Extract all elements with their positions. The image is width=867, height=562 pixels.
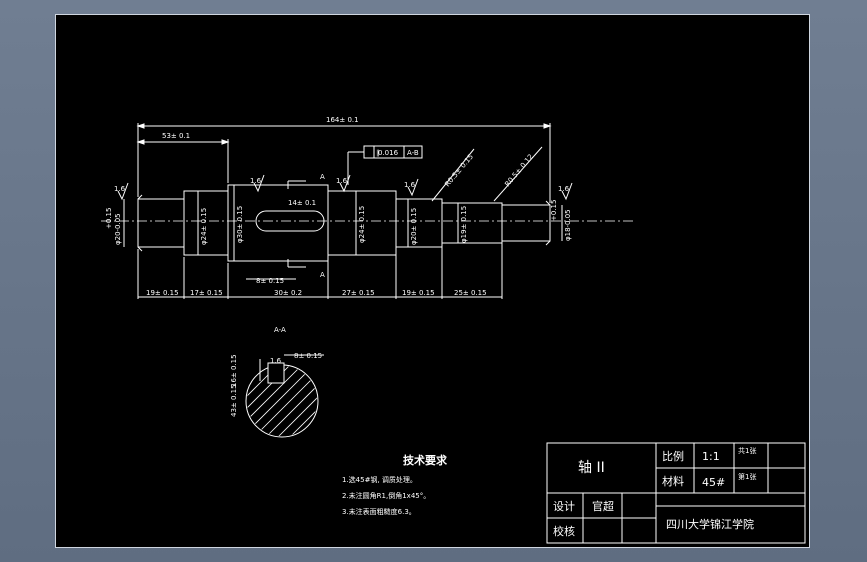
dim-dia-24-a: φ24± 0.15 (200, 208, 208, 245)
sheets-total: 共1张 (738, 446, 756, 455)
school-name: 四川大学锦江学院 (666, 517, 754, 531)
dim-seg-6: 25± 0.15 (454, 289, 487, 297)
section-roughness: 1.6 (270, 357, 282, 365)
dim-section-key-width: 8± 0.15 (294, 352, 322, 360)
tolerance-frame (347, 145, 423, 185)
dim-seg-2: 17± 0.15 (190, 289, 223, 297)
section-arrow-top: A (320, 173, 325, 181)
dim-left-end-tol: +0.15 (105, 208, 113, 229)
dim-seg-5: 19± 0.15 (402, 289, 435, 297)
dim-section-depth: 16± 0.15 (230, 354, 238, 387)
overall-dimension (136, 123, 552, 203)
scale-label: 比例 (662, 449, 684, 463)
dim-shoulder-length: 53± 0.1 (162, 132, 190, 140)
tech-req-title: 技术要求 (403, 453, 448, 467)
material-label: 材料 (662, 474, 684, 488)
dim-dia-20: φ20± 0.15 (410, 208, 418, 245)
tolerance-symbol: ∥ (376, 149, 380, 157)
section-arrow-bottom: A (320, 271, 325, 279)
dim-seg-4: 27± 0.15 (342, 289, 375, 297)
designer-name: 官超 (592, 499, 614, 513)
dim-keyway-width: 14± 0.1 (288, 199, 316, 207)
shaft-outline (137, 184, 551, 262)
shoulder-dimension (136, 139, 230, 183)
dim-section-height: 43± 0.15 (230, 384, 238, 417)
design-label: 设计 (553, 500, 575, 513)
roughness-3: 1.6 (336, 177, 348, 185)
fillet-leader-2 (493, 146, 543, 202)
dim-overall-length: 164± 0.1 (326, 116, 359, 124)
keyway-slot (255, 210, 325, 232)
roughness-4: 1.6 (404, 181, 416, 189)
section-label: A-A (274, 326, 286, 334)
roughness-1: 1.6 (114, 185, 126, 193)
scale-value: 1:1 (702, 450, 720, 463)
section-view (245, 354, 324, 438)
dim-left-end-dia: φ20-0.05 (114, 213, 122, 245)
tech-req-item-3: 3.未注表面粗糙度6.3。 (342, 507, 416, 516)
dim-keyway-depth: 8± 0.15 (256, 277, 284, 285)
dim-chamfer-1: R0.5± 0.15 (443, 153, 475, 189)
tech-req-item-2: 2.未注圆角R1,倒角1x45°。 (342, 491, 430, 500)
drawing-sheet: 164± 0.1 53± 0.1 ∥ 0.016 A-B 14± 0.1 8± … (55, 14, 810, 548)
bottom-dimension-chain (137, 243, 503, 299)
diameter-dimension-lines (123, 185, 563, 261)
dim-seg-3: 30± 0.2 (274, 289, 302, 297)
dim-dia-24-b: φ24± 0.15 (358, 206, 366, 243)
section-cut-markers (287, 180, 306, 268)
dim-seg-1: 19± 0.15 (146, 289, 179, 297)
title-block-grid (546, 442, 806, 544)
tech-req-item-1: 1.选45#钢, 调质处理。 (342, 475, 417, 484)
roughness-2: 1.6 (250, 177, 262, 185)
dim-dia-19: φ19± 0.15 (460, 206, 468, 243)
technical-drawing: 164± 0.1 53± 0.1 ∥ 0.016 A-B 14± 0.1 8± … (101, 116, 806, 544)
fillet-leader-1 (431, 148, 475, 202)
section-hatching (247, 366, 317, 436)
tolerance-value: 0.016 (378, 149, 399, 157)
dim-dia-30: φ30± 0.15 (236, 206, 244, 243)
check-label: 校核 (553, 524, 575, 538)
tolerance-datum: A-B (407, 149, 419, 157)
roughness-symbols (117, 174, 573, 201)
dim-right-end-tol: +0.15 (550, 200, 558, 221)
sheet-no: 第1张 (738, 472, 756, 481)
material-value: 45# (702, 476, 725, 489)
dim-chamfer-2: R0.5± 0.12 (503, 153, 535, 189)
roughness-5: 1.6 (558, 185, 570, 193)
dim-right-end-dia: φ18-0.05 (564, 209, 572, 241)
part-name: 轴 II (578, 460, 605, 476)
